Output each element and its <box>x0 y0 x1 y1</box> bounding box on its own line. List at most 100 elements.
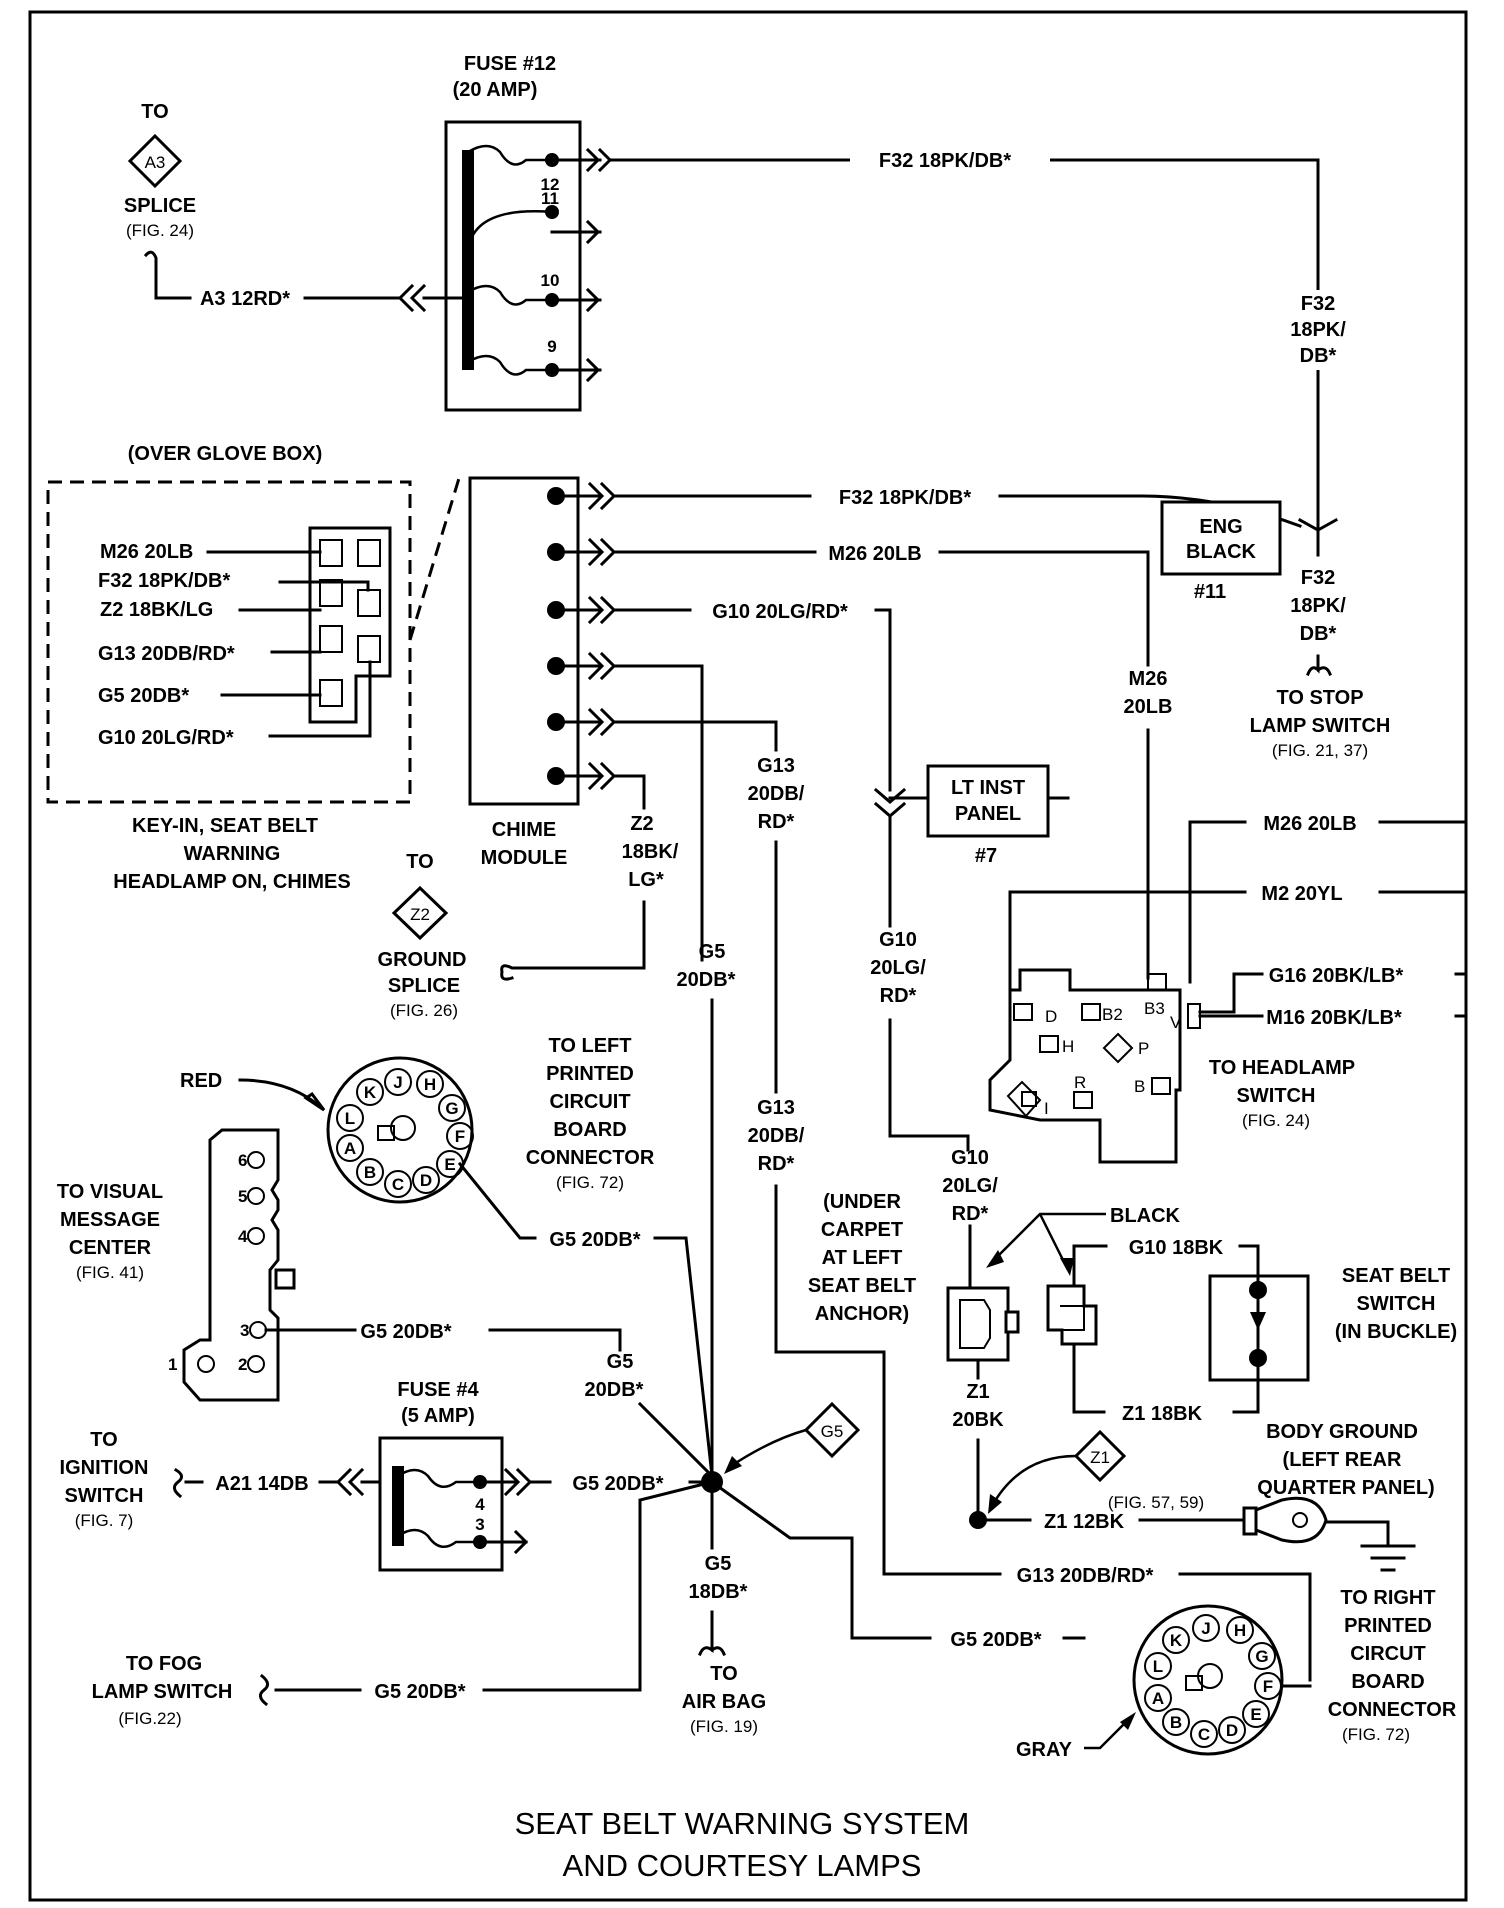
a3-id: A3 <box>145 153 166 172</box>
right-pin-l: L <box>1153 1657 1163 1676</box>
stop-fig: (FIG. 21, 37) <box>1272 741 1368 760</box>
stop-label-1: TO STOP <box>1276 687 1363 709</box>
visual-message-center: 6 5 4 3 2 1 TO VISUAL MESSAGE CENTER (FI… <box>57 1128 296 1402</box>
fuse-4-pin-4: 4 <box>475 1495 485 1514</box>
wire-z2-vert-1: Z2 <box>630 813 653 835</box>
vmc-pin-6: 6 <box>238 1151 247 1170</box>
left-conn-label-4: BOARD <box>553 1119 626 1141</box>
vmc-pin-2: 2 <box>238 1355 247 1374</box>
right-conn-fig: (FIG. 72) <box>1342 1725 1410 1744</box>
z2-label-2: SPLICE <box>388 975 460 997</box>
glove-row-4: G13 20DB/RD* <box>98 643 235 665</box>
right-pin-a: A <box>1152 1689 1164 1708</box>
wire-m26-right: M26 20LB <box>1263 813 1356 835</box>
wire-g13-vert2-1: G13 <box>757 1097 795 1119</box>
right-pcb-connector: J H K G L F A E B D C GRAY TO RIGHT PRIN… <box>1016 1587 1457 1761</box>
body-ground-2: (LEFT REAR <box>1283 1449 1402 1471</box>
fuse-12-pin-12: 12 <box>541 175 560 194</box>
headlamp-pin-b2: B2 <box>1102 1005 1123 1024</box>
right-pin-k: K <box>1170 1631 1183 1650</box>
left-pin-d: D <box>420 1171 432 1190</box>
left-pin-j: J <box>393 1073 402 1092</box>
wire-g10-vert-3: RD* <box>880 985 917 1007</box>
wire-z1-20bk-1: Z1 <box>966 1381 989 1403</box>
wire-g10-vert2-2: 20LG/ <box>942 1175 998 1197</box>
headlamp-pin-d: D <box>1045 1007 1057 1026</box>
left-conn-label-5: CONNECTOR <box>526 1147 655 1169</box>
vmc-pin-1: 1 <box>168 1355 177 1374</box>
vmc-pin-4: 4 <box>238 1227 248 1246</box>
wire-g13-vert-1: G13 <box>757 755 795 777</box>
right-conn-label-4: BOARD <box>1351 1671 1424 1693</box>
sbs-label-3: (IN BUCKLE) <box>1335 1321 1457 1343</box>
a3-splice: TO A3 SPLICE (FIG. 24) A3 12RD* <box>124 101 470 313</box>
fuse-4-title: FUSE #4 <box>397 1379 479 1401</box>
fuse-12-pin-11: 11 <box>541 189 559 208</box>
fuse-12: FUSE #12 (20 AMP) 12 11 10 9 <box>444 53 613 412</box>
eng-black-connector: ENG BLACK #11 <box>1160 500 1282 603</box>
under-carpet-5: ANCHOR) <box>815 1303 909 1325</box>
vmc-pin-5: 5 <box>238 1187 247 1206</box>
fuse-12-title: FUSE #12 <box>464 53 556 75</box>
fuse-4-rating: (5 AMP) <box>401 1405 475 1427</box>
a3-fig: (FIG. 24) <box>126 221 194 240</box>
headlamp-pin-p: P <box>1138 1039 1149 1058</box>
z2-fig: (FIG. 26) <box>390 1001 458 1020</box>
left-pcb-connector: RED J H K G L F A E B D C TO LEFT PRINTE… <box>180 1035 655 1204</box>
z2-ground-splice: TO Z2 GROUND SPLICE (FIG. 26) <box>378 851 467 1020</box>
right-conn-color: GRAY <box>1016 1739 1073 1761</box>
headlamp-pin-v: V <box>1170 1013 1182 1032</box>
vmc-label-2: MESSAGE <box>60 1209 160 1231</box>
lt-inst-label-2: PANEL <box>955 803 1021 825</box>
z1-id: Z1 <box>1090 1448 1110 1467</box>
wire-m26-chime: M26 20LB <box>828 543 921 565</box>
glove-row-1: M26 20LB <box>100 541 193 563</box>
diagram-title-line2: AND COURTESY LAMPS <box>563 1848 922 1883</box>
wire-m16-right: M16 20BK/LB* <box>1266 1007 1402 1029</box>
headlamp-label-2: SWITCH <box>1237 1085 1316 1107</box>
airbag-label-1: TO <box>710 1663 737 1685</box>
fog-label-2: LAMP SWITCH <box>92 1681 233 1703</box>
diagram-title-line1: SEAT BELT WARNING SYSTEM <box>515 1806 970 1841</box>
wire-g10-vert2-1: G10 <box>951 1147 989 1169</box>
left-pin-f: F <box>455 1127 465 1146</box>
black-label: BLACK <box>1110 1205 1181 1227</box>
a3-label: SPLICE <box>124 195 196 217</box>
stop-wire-2: 18PK/ <box>1290 595 1346 617</box>
wire-g5-airbag-1: G5 <box>705 1553 732 1575</box>
wire-g13-bottom: G13 20DB/RD* <box>1017 1565 1154 1587</box>
wire-g5-vert-2: 20DB* <box>677 969 736 991</box>
wire-g13-vert2-3: RD* <box>758 1153 795 1175</box>
wire-g5-vert-1: G5 <box>699 941 726 963</box>
eng-black-label-1: ENG <box>1199 516 1242 538</box>
z2-id: Z2 <box>410 905 430 924</box>
glove-row-2: F32 18PK/DB* <box>98 570 230 592</box>
wire-g5-airbag-2: 18DB* <box>689 1581 748 1603</box>
left-pin-b: B <box>364 1163 376 1182</box>
under-carpet-1: (UNDER <box>823 1191 901 1213</box>
left-conn-color: RED <box>180 1070 222 1092</box>
wire-g5-vert2-1: G5 <box>607 1351 634 1373</box>
ground-eyelet <box>1242 1496 1416 1572</box>
right-conn-label-2: PRINTED <box>1344 1615 1432 1637</box>
headlamp-pin-r: R <box>1074 1073 1086 1092</box>
wire-g5-vert2-2: 20DB* <box>585 1379 644 1401</box>
left-pin-k: K <box>364 1083 377 1102</box>
fuse-12-pin-10: 10 <box>541 271 560 290</box>
wire-g10-vert-1: G10 <box>879 929 917 951</box>
right-conn-label-5: CONNECTOR <box>1328 1699 1457 1721</box>
vmc-pin-3: 3 <box>240 1321 249 1340</box>
ignition-fig: (FIG. 7) <box>75 1511 134 1530</box>
g5-splice-id: G5 <box>821 1422 844 1441</box>
headlamp-pin-b: B <box>1134 1077 1145 1096</box>
chime-label-1: CHIME <box>492 819 556 841</box>
wire-g10-vert-2: 20LG/ <box>870 957 926 979</box>
wire-z1-18bk: Z1 18BK <box>1122 1403 1203 1425</box>
wire-g5-fuse4: G5 20DB* <box>572 1473 663 1495</box>
ignition-label-1: TO <box>90 1429 117 1451</box>
lt-inst-num: #7 <box>975 845 997 867</box>
glove-box-header: (OVER GLOVE BOX) <box>128 443 322 465</box>
stop-wire-1: F32 <box>1301 567 1335 589</box>
left-pin-e: E <box>444 1155 455 1174</box>
